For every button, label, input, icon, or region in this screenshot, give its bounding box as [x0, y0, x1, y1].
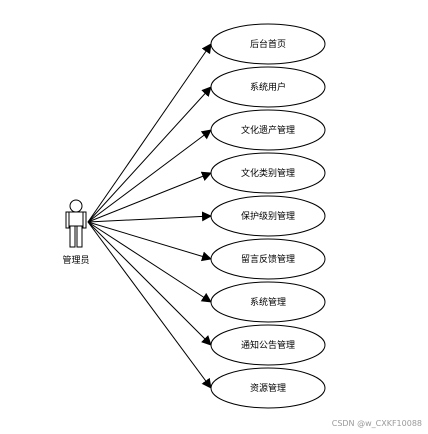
- arrow-use-case-8: [87, 221, 212, 346]
- watermark: CSDN @w_CXKF10088: [331, 419, 422, 428]
- actor-figure: [65, 199, 87, 248]
- arrow-use-case-6: [87, 221, 212, 262]
- use-case-8: 通知公告管理: [210, 324, 326, 366]
- arrow-use-case-2: [87, 86, 212, 223]
- use-case-3: 文化遗产管理: [210, 109, 326, 151]
- use-case-label: 系统用户: [250, 81, 286, 93]
- use-case-label: 留言反馈管理: [241, 253, 295, 265]
- arrow-use-case-5: [87, 211, 212, 223]
- use-case-6: 留言反馈管理: [210, 238, 326, 280]
- use-case-7: 系统管理: [210, 281, 326, 323]
- use-case-5: 保护级别管理: [210, 195, 326, 237]
- association-arrows: [87, 43, 212, 389]
- use-case-9: 资源管理: [210, 367, 326, 409]
- arrow-use-case-3: [87, 129, 212, 223]
- use-case-label: 文化类别管理: [241, 167, 295, 179]
- arrow-use-case-1: [87, 43, 212, 223]
- use-case-label: 文化遗产管理: [241, 124, 295, 136]
- use-case-label: 资源管理: [250, 382, 286, 394]
- arrow-use-case-9: [87, 221, 212, 389]
- use-case-label: 保护级别管理: [241, 210, 295, 222]
- arrow-use-case-7: [87, 221, 212, 303]
- use-case-1: 后台首页: [210, 23, 326, 65]
- use-case-2: 系统用户: [210, 66, 326, 108]
- actor-label: 管理员: [62, 254, 89, 266]
- use-case-label: 后台首页: [250, 38, 286, 50]
- use-case-4: 文化类别管理: [210, 152, 326, 194]
- use-case-label: 通知公告管理: [241, 339, 295, 351]
- use-case-label: 系统管理: [250, 296, 286, 308]
- arrow-use-case-4: [87, 171, 212, 223]
